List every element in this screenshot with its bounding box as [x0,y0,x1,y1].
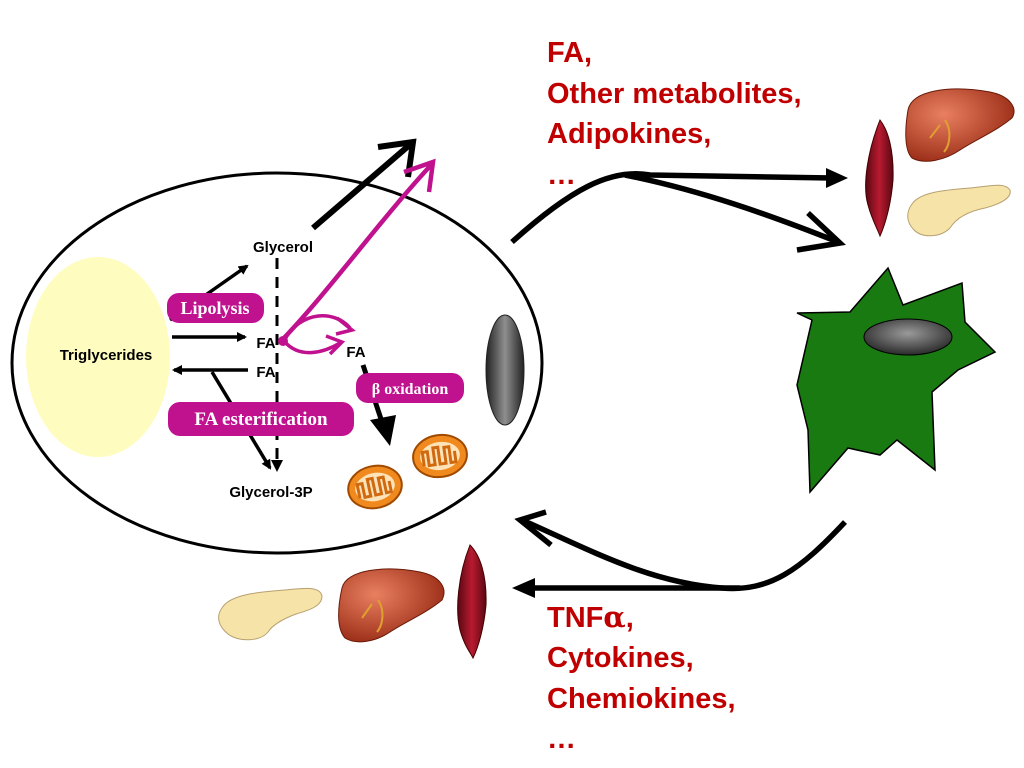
fa-loop-arrowhead-2 [325,334,346,356]
secretion-arrow-lower-head [796,210,846,253]
fa-node [278,336,288,346]
glycerol-3p-label: Glycerol-3P [229,484,312,501]
secretion-line-2: Other metabolites, [547,78,802,110]
lipolysis-label: Lipolysis [180,298,249,318]
glycerol-export-arrowhead [377,138,417,178]
muscle-icon [457,544,487,660]
fa-export-arrowhead [403,158,436,193]
secretion-line-4: … [547,159,576,191]
muscle-icon [865,119,894,238]
lipolysis-pill [167,293,264,323]
beta-oxidation-arrowhead [370,415,396,446]
liver-icon [338,568,445,643]
mitochondria-icon [347,464,403,510]
secretion-arrow-upper [510,171,833,245]
fa-esterification-label: FA esterification [194,409,328,430]
glycerol-3p-arrowhead [271,460,283,472]
mitochondria-icon [412,433,468,479]
signal-line-2: Cytokines, [547,642,694,674]
glycerol-export-arrow [311,139,415,231]
lipid-droplet [26,257,170,457]
secretion-line-1: FA, [547,37,592,69]
secretion-arrow-upper-head [826,168,848,188]
signal-arrow-upper [520,517,848,592]
pancreas-icon [218,587,323,641]
fa-loop-arrowhead-1 [335,316,356,336]
fa-esterification-pill [168,402,354,436]
secretion-line-3: Adipokines, [547,118,711,150]
liver-icon [905,88,1015,162]
signal-arrow-upper-head [514,509,553,548]
signal-line-1: TNFα, [547,600,634,634]
beta-oxidation-label: β oxidation [372,381,449,398]
glycerol-label: Glycerol [253,239,313,256]
nucleus-icon [485,314,525,426]
macrophage-icon [796,266,997,494]
fa-top-label: FA [256,335,275,352]
signal-line-3: Chemiokines, [547,683,736,715]
signal-line-4: … [547,723,576,755]
beta-oxidation-pill [356,373,464,403]
fa-right-label: FA [346,344,365,361]
pancreas-icon [907,184,1011,237]
signal-arrow-lower-head [512,578,535,598]
fa-bottom-label: FA [256,364,275,381]
triglycerides-label: Triglycerides [60,347,153,364]
macrophage-nucleus-icon [863,318,953,356]
secretion-arrow-lower [624,172,840,245]
